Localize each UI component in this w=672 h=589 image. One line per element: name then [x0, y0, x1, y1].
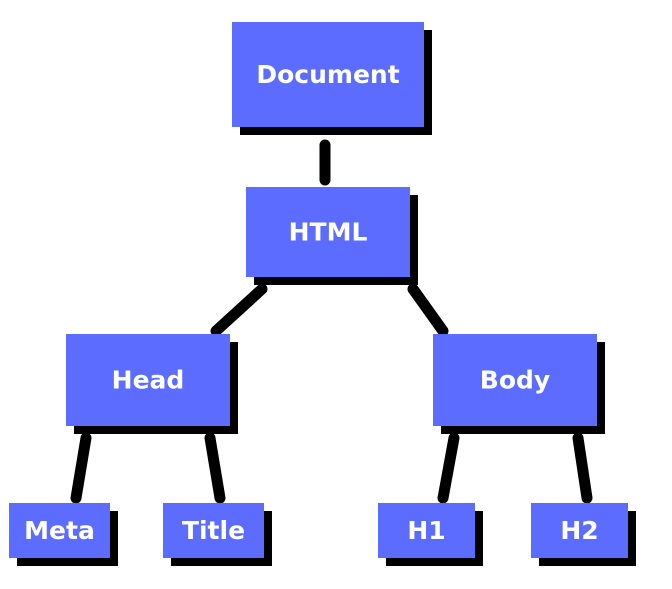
- node-title: Title: [163, 503, 272, 566]
- node-head-label: Head: [112, 366, 185, 395]
- connector-body-h1: [437, 432, 460, 504]
- node-body-box: [433, 334, 597, 426]
- node-meta: Meta: [9, 503, 118, 566]
- node-h2-label: H2: [560, 516, 598, 545]
- node-document: Document: [232, 22, 432, 135]
- node-document-box: [232, 22, 424, 127]
- node-document-label: Document: [256, 60, 399, 89]
- node-html-box: [246, 187, 410, 277]
- node-h1: H1: [378, 503, 483, 566]
- node-body: Body: [433, 334, 605, 434]
- node-h2-box: [531, 503, 628, 558]
- connector-html-head: [210, 283, 268, 337]
- node-h1-label: H1: [407, 516, 445, 545]
- node-title-label: Title: [182, 516, 245, 545]
- node-body-label: Body: [480, 366, 550, 395]
- node-title-box: [163, 503, 264, 558]
- connector-html-body: [407, 283, 449, 337]
- connector-head-title: [204, 432, 226, 504]
- node-meta-label: Meta: [24, 516, 95, 545]
- node-meta-box: [9, 503, 110, 558]
- node-head-box: [66, 334, 230, 426]
- node-h1-box: [378, 503, 475, 558]
- node-head: Head: [66, 334, 238, 434]
- connectors: [70, 139, 593, 504]
- node-h2: H2: [531, 503, 636, 566]
- node-html-label: HTML: [289, 218, 368, 247]
- node-html: HTML: [246, 187, 418, 285]
- connector-head-meta: [70, 432, 92, 504]
- connector-body-h2: [572, 432, 593, 504]
